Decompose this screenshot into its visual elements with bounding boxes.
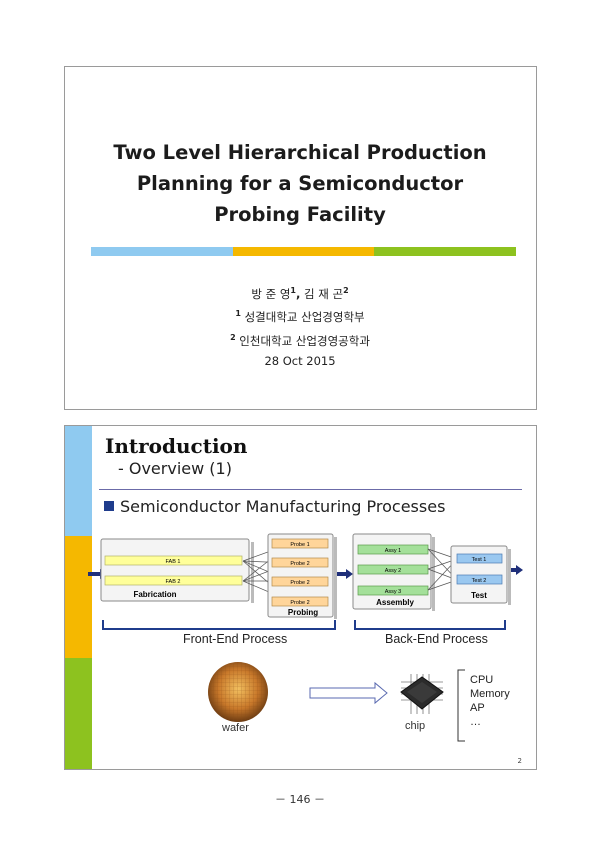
- aff1-text: 성결대학교 산업경영학부: [240, 310, 365, 325]
- aff2-sup: 2: [230, 332, 236, 342]
- slide-subheading: - Overview (1): [118, 459, 232, 478]
- chip-type-memory: Memory: [470, 688, 510, 700]
- author-sep: ,: [295, 286, 301, 301]
- test-box: Test 1 Test 2 Test: [450, 545, 511, 605]
- chip-type-cpu: CPU: [470, 674, 494, 686]
- probe-1-label: Probe 1: [290, 542, 309, 548]
- probing-label: Probing: [288, 608, 318, 617]
- chip-types-list: CPU Memory AP …: [470, 673, 510, 729]
- author-1: 방 준 영: [251, 286, 291, 301]
- assy-2-label: Assy 2: [385, 568, 402, 574]
- back-end-brace: [354, 620, 506, 630]
- front-end-brace: [102, 620, 336, 630]
- chip-type-ap: AP: [470, 702, 485, 714]
- wafer-to-chip-arrow-icon: [309, 681, 388, 705]
- assy-1-label: Assy 1: [385, 548, 402, 554]
- affiliation-2: 2 인천대학교 산업경영공학과: [0, 328, 600, 351]
- heading-rule: [99, 489, 522, 490]
- exit-arrow-icon: [511, 565, 523, 575]
- affiliation-1: 1 성결대학교 산업경영학부: [0, 304, 600, 327]
- fab-1-label: FAB 1: [166, 559, 181, 565]
- author-1-sup: 1: [290, 286, 296, 295]
- wafer-label: wafer: [222, 722, 249, 734]
- chip-list-bracket: [457, 669, 465, 742]
- probe-4-label: Probe 2: [290, 600, 309, 606]
- bullet-square-icon: [104, 501, 114, 511]
- sidebar-yellow: [65, 536, 92, 658]
- page-number: － 146 －: [275, 793, 325, 806]
- bullet-text: Semiconductor Manufacturing Processes: [120, 497, 446, 516]
- sidebar-green: [65, 658, 92, 769]
- bullet-item: Semiconductor Manufacturing Processes: [104, 497, 445, 516]
- fabrication-label: Fabrication: [133, 590, 176, 599]
- test-2-label: Test 2: [472, 578, 487, 584]
- color-bar-blue: [91, 247, 233, 256]
- aff1-sup: 1: [235, 309, 241, 319]
- test-label: Test: [471, 591, 487, 600]
- color-bar-yellow: [232, 247, 375, 256]
- slide-heading: Introduction: [105, 434, 248, 458]
- probe-3-label: Probe 2: [290, 580, 309, 586]
- assy-3-label: Assy 3: [385, 589, 402, 595]
- process-diagram: FAB 1 FAB 2 Fabrication Probe 1 Probe 2 …: [88, 533, 523, 742]
- presentation-date: 28 Oct 2015: [264, 353, 336, 368]
- slide-title: Two Level Hierarchical Production Planni…: [0, 137, 600, 230]
- title-line-2: Planning for a Semiconductor: [136, 172, 464, 195]
- fab-2-label: FAB 2: [166, 579, 181, 585]
- front-end-process-label: Front-End Process: [183, 632, 288, 646]
- probe-assembly-arrow-icon: [337, 569, 353, 579]
- author-2-sup: 2: [343, 286, 349, 295]
- color-bar-green: [374, 247, 517, 256]
- overview-slide: Introduction - Overview (1) Semiconducto…: [64, 425, 537, 770]
- chip-type-more: …: [470, 716, 481, 728]
- title-slide: [64, 66, 537, 410]
- author-2: 김 재 곤: [300, 286, 344, 301]
- test-1-label: Test 1: [472, 557, 487, 563]
- assembly-box: Assy 1 Assy 2 Assy 3 Assembly: [352, 533, 435, 611]
- chip-image: [400, 674, 444, 714]
- slide-number: 2: [517, 757, 522, 765]
- author-names: 방 준 영1, 김 재 곤2: [0, 281, 600, 304]
- title-color-bar: [91, 247, 517, 256]
- aff2-text: 인천대학교 산업경영공학과: [235, 333, 370, 348]
- probing-box: Probe 1 Probe 2 Probe 2 Probe 2 Probing: [267, 533, 337, 619]
- chip-label: chip: [405, 720, 426, 732]
- title-line-1: Two Level Hierarchical Production: [113, 141, 487, 164]
- back-end-process-label: Back-End Process: [385, 632, 488, 646]
- wafer-image: [208, 662, 268, 722]
- title-line-3: Probing Facility: [214, 203, 386, 226]
- author-block: 방 준 영1, 김 재 곤2 1 성결대학교 산업경영학부 2 인천대학교 산업…: [0, 281, 600, 371]
- assembly-label: Assembly: [376, 598, 414, 607]
- sidebar-blue: [65, 426, 92, 536]
- fabrication-box: FAB 1 FAB 2 Fabrication: [100, 538, 254, 603]
- probe-2-label: Probe 2: [290, 561, 309, 567]
